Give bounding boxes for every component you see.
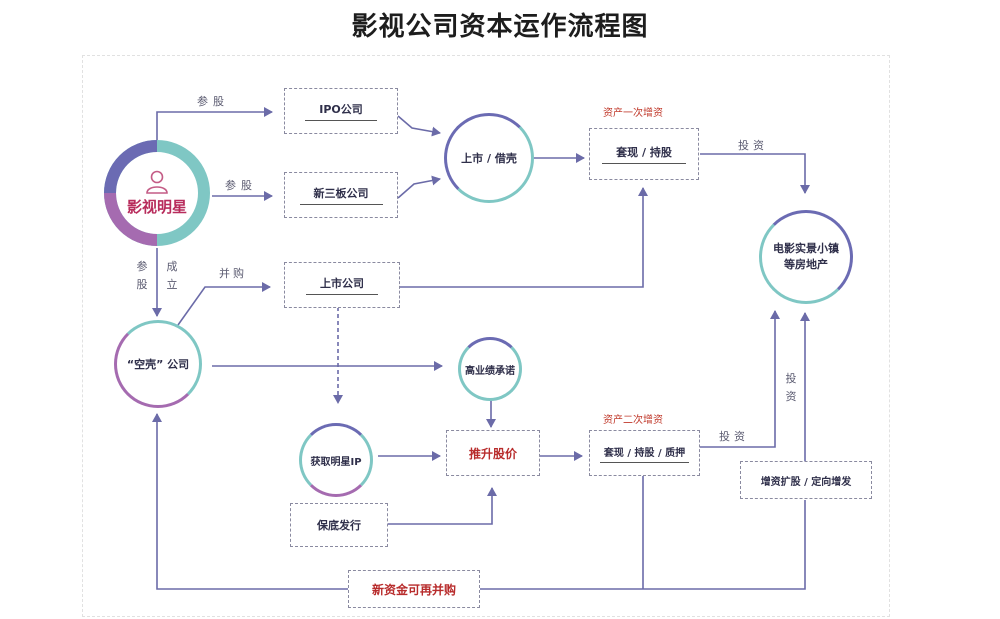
commitment-circle: 高业绩承诺 [458,337,522,401]
star-node: 影视明星 [116,152,198,234]
diagram-title: 影视公司资本运作流程图 [351,12,649,42]
push-price-label: 推升股价 [468,446,517,461]
label-binggou: 并购 [219,267,247,280]
edge-ipo-listing [397,115,441,137]
shell-company-circle: “空壳” 公司 [114,320,202,408]
cashout-second-label: 套现 / 持股 / 质押 [599,444,690,463]
diagram-frame [82,55,890,617]
label-invest-vertical: 投资 [785,372,797,403]
label-chengli-vertical: 成立 [166,260,178,291]
label-canggu-xinsanban: 参股 [225,179,257,192]
commitment-label: 高业绩承诺 [465,365,515,377]
label-asset-second: 资产二次增资 [603,415,663,426]
capital-increase-box: 增资扩股 / 定向增发 [740,461,872,499]
edge-listed-cashout1 [400,187,648,288]
person-icon [146,170,168,194]
ipo-company-label: IPO公司 [305,101,377,121]
label-invest-mid: 投资 [719,430,749,443]
new-funds-label: 新资金可再并购 [371,582,456,597]
edge-cashout1-film [700,153,810,194]
label-invest-top: 投资 [738,139,768,152]
label-canggu-vertical: 参股 [136,260,148,291]
edge-xinsanban-listing [397,175,441,199]
star-label: 影视明星 [126,197,187,216]
listed-company-box: 上市公司 [284,262,400,308]
film-town-circle: 电影实景小镇等房地产 [759,210,853,304]
xinsanban-company-box: 新三板公司 [284,172,398,218]
push-price-box: 推升股价 [446,430,540,476]
xinsanban-company-label: 新三板公司 [299,185,383,205]
cashout-second-box: 套现 / 持股 / 质押 [589,430,700,476]
cashout-first-box: 套现 / 持股 [589,128,699,180]
edge-star-ipo [156,107,273,147]
new-funds-box: 新资金可再并购 [348,570,480,608]
label-asset-first: 资产一次增资 [603,108,663,119]
shell-company-label: “空壳” 公司 [126,358,190,371]
bond-label: 保底发行 [317,519,361,532]
cashout-first-label: 套现 / 持股 [602,144,686,164]
edge-loop-shell [152,413,348,590]
star-ip-circle: 获取明星IP [299,423,373,497]
film-town-label: 电影实景小镇等房地产 [773,242,839,271]
ipo-company-box: IPO公司 [284,88,398,134]
star-ring [104,140,210,246]
label-canggu-ipo: 参股 [197,95,229,108]
listing-label: 上市 / 借壳 [461,152,517,165]
edge-shell-listed [177,282,271,326]
listed-company-label: 上市公司 [306,275,378,295]
star-ip-label: 获取明星IP [310,456,362,468]
capital-increase-label: 增资扩股 / 定向增发 [760,476,852,488]
edge-loop-right [480,500,806,590]
edge-bond-push [388,487,497,525]
bond-box: 保底发行 [290,503,388,547]
edge-cashout2-film [700,310,780,448]
listing-circle: 上市 / 借壳 [444,113,534,203]
